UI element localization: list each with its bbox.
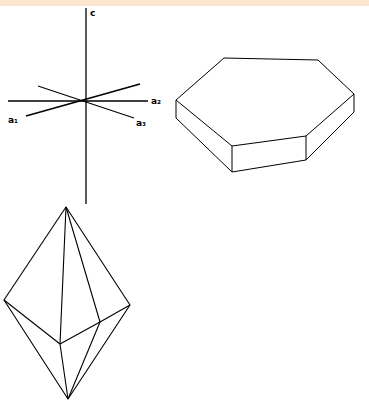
bipyramid-crystal [4,207,130,399]
axis-label: a₁ [8,116,18,125]
crystal-axes [8,8,148,204]
top-band [0,0,369,6]
tabular-crystal [176,58,354,172]
axis-label: a₃ [136,119,146,128]
axis-label: a₂ [151,97,161,106]
axis-label: c [90,9,95,18]
